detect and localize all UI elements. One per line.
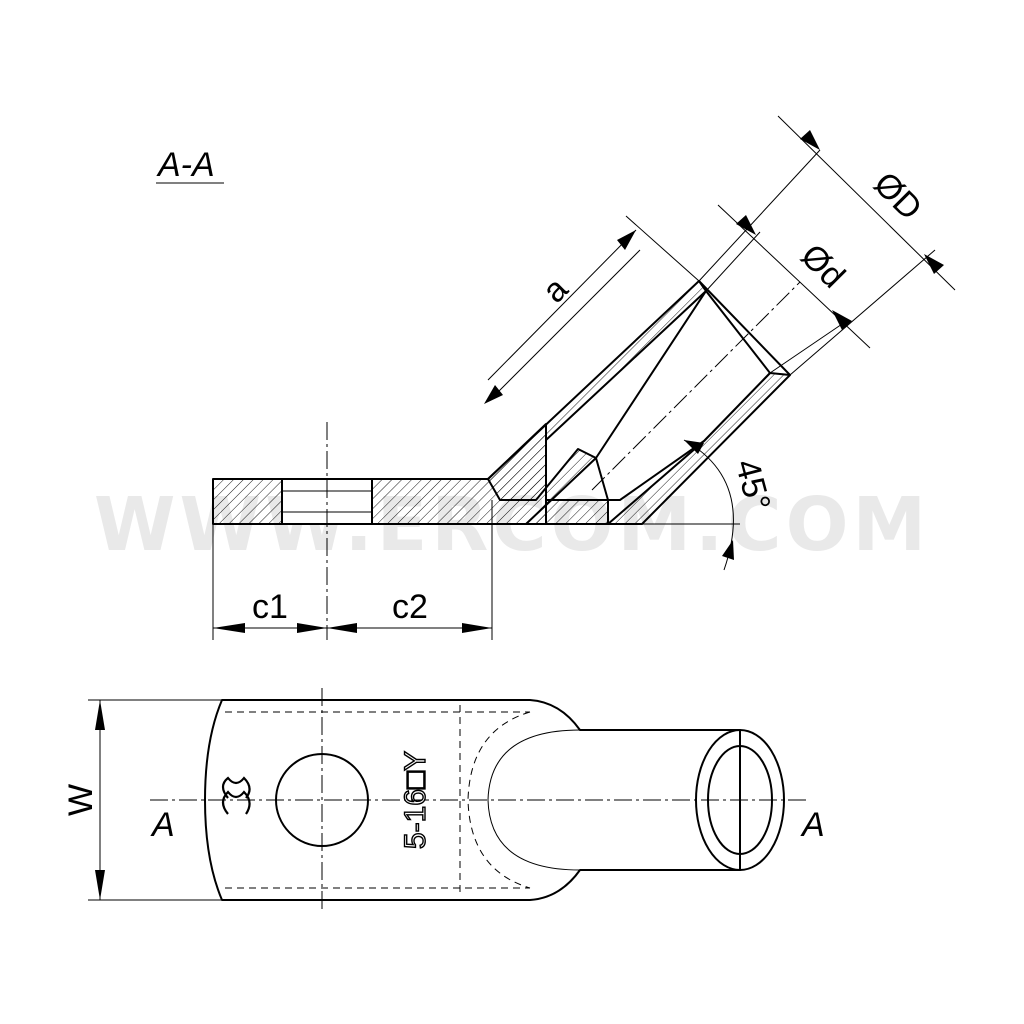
dim-D-label: ØD [866,165,929,228]
dim-d-label: Ød [793,237,852,296]
section-view: A-A a ØD [156,115,956,640]
size-stamp: 5-16□Y [399,751,432,849]
plan-view: A A 5-16□Y W [62,688,825,912]
section-title: A-A [156,146,215,184]
dim-c2-label: c2 [392,588,428,626]
dim-a-line [498,249,641,392]
dim-W-label: W [62,784,100,816]
palm-section-left [212,478,283,525]
barrel-mouth [698,280,791,376]
dim-c1-label: c1 [252,588,288,626]
dim-a-label: a [535,270,575,310]
barrel-transition [487,729,581,871]
section-mark-right: A [800,806,825,844]
barrel-bottom [545,499,609,525]
dim-D-line [777,115,956,291]
manufacturer-logo-icon [221,776,251,815]
barrel-centerline [591,281,801,491]
section-mark-left: A [150,806,175,844]
barrel-wall-upper [487,280,707,525]
